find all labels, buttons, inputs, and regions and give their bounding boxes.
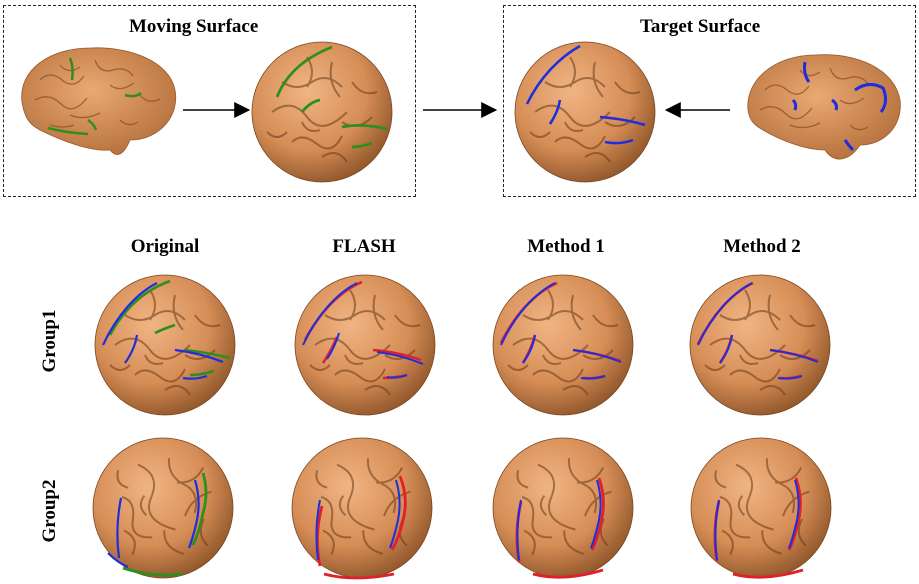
sphere-group1-method-2 — [689, 274, 831, 416]
sphere-group1-method-1 — [492, 274, 634, 416]
column-label-flash: FLASH — [332, 236, 396, 257]
moving-brain — [21, 47, 177, 155]
sphere-group2-method-2 — [689, 431, 838, 582]
column-label-method-1: Method 1 — [527, 236, 605, 257]
target-surface-title: Target Surface — [640, 16, 761, 37]
sphere-group2-method-1 — [491, 431, 640, 582]
moving-sphere — [251, 41, 393, 183]
sphere-group1-flash — [294, 274, 436, 416]
target-sphere — [514, 41, 656, 183]
sphere-group2-flash — [290, 431, 439, 582]
sphere-group2-original — [91, 431, 240, 582]
column-label-method-2: Method 2 — [723, 236, 801, 257]
target-surface-panel — [503, 5, 916, 197]
column-label-original: Original — [130, 236, 200, 257]
moving-surface-title: Moving Surface — [129, 16, 259, 37]
sphere-group1-original — [94, 274, 236, 416]
target-brain — [747, 54, 901, 160]
moving-surface-panel — [3, 5, 416, 197]
